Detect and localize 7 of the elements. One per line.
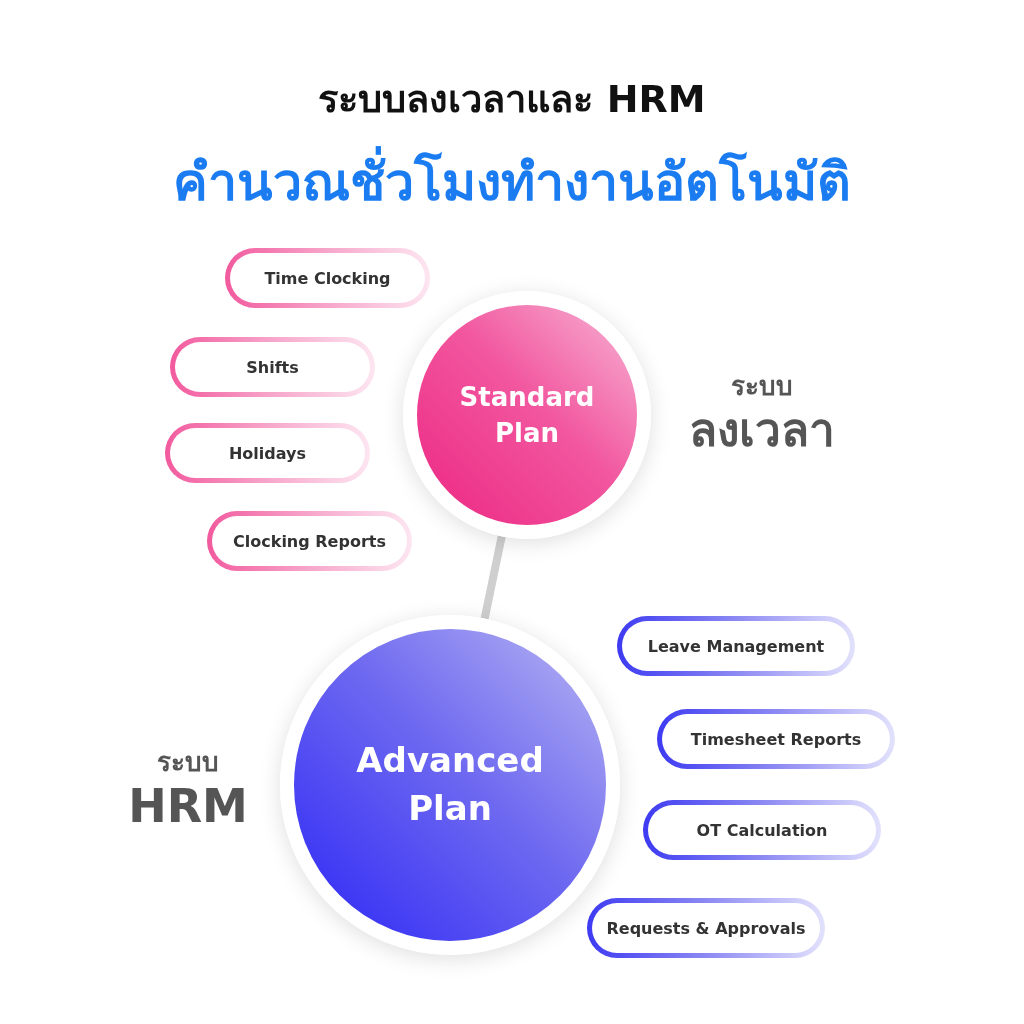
subtitle: คำนวณชั่วโมงทำงานอัตโนมัติ (0, 140, 1024, 223)
connector-line (480, 535, 506, 620)
side-label: ลงเวลา (688, 403, 836, 457)
title: ระบบลงเวลาและ HRM (317, 76, 707, 123)
side-label: ระบบ (156, 748, 220, 778)
side-label: ระบบ (730, 372, 794, 402)
side-label: HRM (127, 779, 249, 833)
